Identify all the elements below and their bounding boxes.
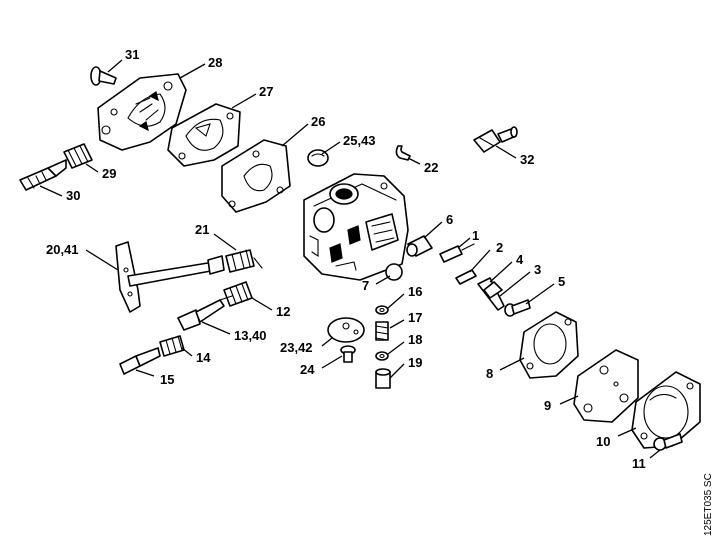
part-13-40-needle (177, 295, 233, 331)
part-27-gasket (167, 103, 241, 167)
callout-25-43: 25,43 (343, 133, 376, 148)
callout-29: 29 (102, 166, 116, 181)
part-15-screw (119, 347, 161, 375)
part-2-pin (455, 269, 477, 285)
callout-4: 4 (516, 252, 524, 267)
callout-10: 10 (596, 434, 610, 449)
part-11-screw (653, 433, 683, 451)
part-30-adjusting-screw (19, 159, 67, 191)
callout-13-40: 13,40 (234, 328, 267, 343)
part-10-cover (631, 371, 701, 449)
part-20-41-lever (115, 241, 225, 313)
callout-21: 21 (195, 222, 209, 237)
callout-19: 19 (408, 355, 422, 370)
callout-5: 5 (558, 274, 565, 289)
callout-16: 16 (408, 284, 422, 299)
callout-3: 3 (534, 262, 541, 277)
part-23-42-disc (327, 317, 365, 343)
part-31-screw (90, 66, 117, 86)
callout-14: 14 (196, 350, 211, 365)
part-29-spring (63, 143, 93, 169)
callout-12: 12 (276, 304, 290, 319)
callout-23-42: 23,42 (280, 340, 313, 355)
callout-17: 17 (408, 310, 422, 325)
callout-20-41: 20,41 (46, 242, 79, 257)
callout-32: 32 (520, 152, 534, 167)
part-18-washer (375, 351, 389, 361)
callout-22: 22 (424, 160, 438, 175)
part-24-screw (340, 345, 356, 363)
callout-18: 18 (408, 332, 422, 347)
callout-6: 6 (446, 212, 453, 227)
callout-7: 7 (362, 278, 369, 293)
part-16-washer (375, 305, 389, 315)
callout-31: 31 (125, 47, 139, 62)
part-22-clip (395, 145, 411, 161)
reference-code: 125ET035 SC (703, 473, 714, 536)
callout-30: 30 (66, 188, 80, 203)
callout-24: 24 (300, 362, 315, 377)
part-21-spring (225, 249, 263, 273)
part-28-pump-cover (97, 73, 187, 151)
part-14-spring (159, 335, 185, 357)
part-8-gasket (519, 311, 579, 379)
part-32-fitting (473, 126, 518, 153)
callout-15: 15 (160, 372, 174, 387)
callout-11: 11 (632, 456, 646, 471)
part-3-4-lever (477, 277, 505, 311)
callout-26: 26 (311, 114, 325, 129)
part-5-screw (504, 299, 531, 317)
part-26-diaphragm (221, 139, 291, 213)
part-carburetor-body (303, 173, 409, 281)
callout-2: 2 (496, 240, 503, 255)
callout-27: 27 (259, 84, 273, 99)
part-19-sleeve (375, 368, 391, 389)
part-9-diaphragm (573, 349, 639, 423)
callout-9: 9 (544, 398, 551, 413)
callout-8: 8 (486, 366, 493, 381)
part-6-plug (406, 235, 433, 257)
callout-28: 28 (208, 55, 222, 70)
part-1-needle (439, 243, 475, 263)
callout-1: 1 (472, 228, 479, 243)
part-12-spring (223, 281, 253, 307)
leader-lines (39, 59, 661, 459)
part-17-spring (375, 321, 389, 341)
